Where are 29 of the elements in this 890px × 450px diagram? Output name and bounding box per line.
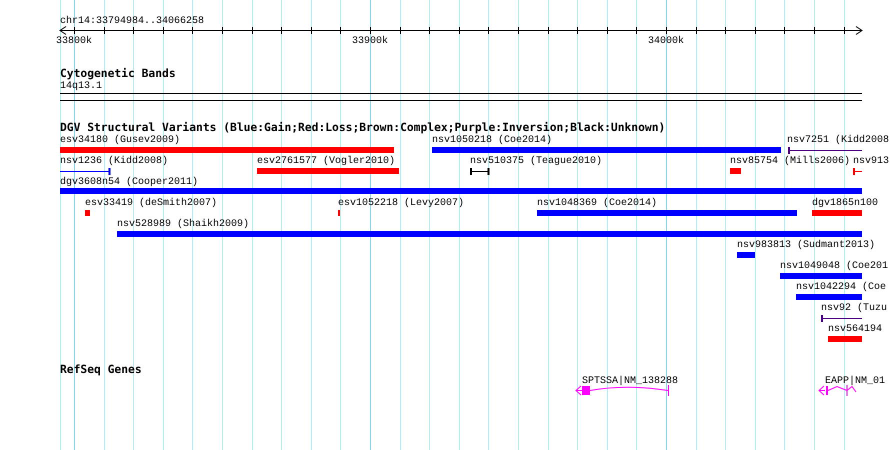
tick-label: 33900k — [352, 36, 388, 47]
feature-label: nsv1050218 (Coe2014) — [432, 135, 552, 146]
feature-label: esv1052218 (Levy2007) — [338, 198, 464, 209]
feature-label: nsv913 — [853, 156, 890, 167]
feature-label: nsv983813 (Sudmant2013) — [737, 240, 876, 251]
feature-label: dgv1865n100 — [812, 198, 878, 209]
feature-label: nsv528989 (Shaikh2009) — [117, 219, 250, 230]
track-title: Cytogenetic Bands — [60, 67, 176, 80]
feature-label: nsv1042294 (Coe — [796, 282, 886, 293]
feature-label: nsv85754 (Mills2006) — [730, 156, 850, 167]
track-title: RefSeq Genes — [60, 363, 142, 376]
band-label: 14q13.1 — [60, 81, 102, 92]
feature-label: EAPP|NM_01 — [825, 376, 886, 387]
feature-label: nsv1049048 (Coe201 — [780, 261, 888, 272]
feature-label: nsv564194 — [828, 324, 882, 335]
feature-label: nsv1048369 (Coe2014) — [537, 198, 658, 209]
tick-label: 33800k — [56, 36, 92, 47]
feature-label: nsv92 (Tuzu — [821, 303, 888, 314]
feature-label: dgv3608n54 (Cooper2011) — [60, 177, 198, 188]
feature-label: nsv1236 (Kidd2008) — [60, 156, 168, 167]
feature-label: nsv510375 (Teague2010) — [470, 156, 602, 167]
tick-label: 34000k — [648, 36, 684, 47]
track-title: DGV Structural Variants (Blue:Gain;Red:Loss;Brown:Complex;Purple:Inversion;Black:Unknown) — [60, 121, 666, 134]
feature-label: esv33419 (deSmith2007) — [85, 198, 218, 209]
feature-label: SPTSSA|NM_138288 — [582, 376, 678, 387]
feature-label: esv2761577 (Vogler2010) — [257, 156, 396, 167]
feature-label: nsv7251 (Kidd2008 — [787, 135, 890, 146]
region-title: chr14:33794984..34066258 — [60, 16, 204, 27]
feature-label: esv34180 (Gusev2009) — [60, 135, 180, 146]
